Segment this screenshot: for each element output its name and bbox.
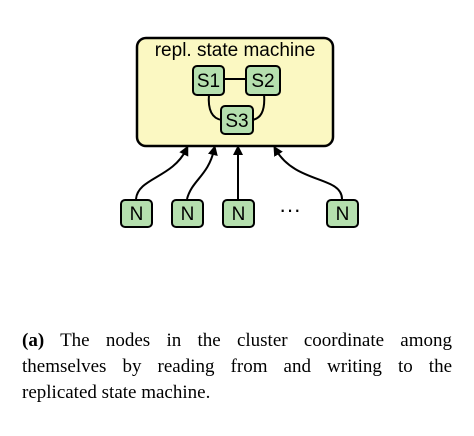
diagram: repl. state machine S1 S2 S3 N N N ··· N — [120, 36, 359, 228]
arrow-node-4 — [273, 145, 343, 200]
state-s1: S1 — [192, 65, 225, 96]
node-1: N — [120, 199, 153, 228]
state-s2: S2 — [245, 65, 281, 96]
state-s1-label: S1 — [197, 71, 220, 92]
node-4-label: N — [336, 204, 350, 225]
state-s2-label: S2 — [251, 71, 274, 92]
state-s3-label: S3 — [225, 111, 248, 132]
node-2: N — [171, 199, 204, 228]
state-s3: S3 — [220, 105, 254, 135]
node-1-label: N — [130, 204, 144, 225]
state-machine-title: repl. state machine — [155, 40, 316, 61]
node-3: N — [222, 199, 255, 228]
node-2-label: N — [181, 204, 195, 225]
node-4: N — [326, 199, 359, 228]
node-3-label: N — [232, 204, 246, 225]
caption-text: The nodes in the cluster coordinate amon… — [22, 330, 452, 403]
figure-caption: (a) The nodes in the cluster coordinate … — [22, 328, 452, 406]
s1-s3-link — [207, 93, 223, 121]
s2-s3-link — [251, 93, 266, 121]
caption-label: (a) — [22, 330, 45, 351]
arrow-node-1 — [135, 145, 189, 200]
arrow-node-2 — [186, 145, 218, 200]
ellipsis: ··· — [279, 197, 301, 222]
